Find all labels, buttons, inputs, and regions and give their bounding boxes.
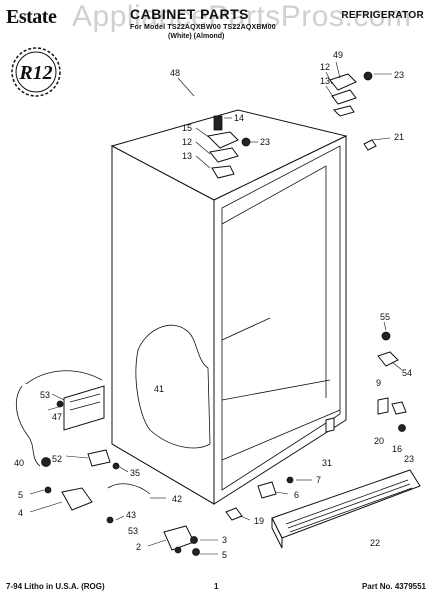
base-grille [271, 469, 421, 549]
callout-13-center: 13 [182, 151, 192, 161]
callout-49: 49 [333, 50, 343, 60]
callout-47: 47 [52, 412, 62, 422]
callout-2: 2 [136, 542, 141, 552]
callout-5-bottom: 5 [222, 550, 227, 560]
callout-20: 20 [374, 436, 384, 446]
callout-53-left: 53 [40, 390, 50, 400]
badge-label: R12 [18, 62, 52, 84]
page-number: 1 [214, 582, 219, 591]
print-info: 7-94 Litho in U.S.A. (ROG) [6, 582, 105, 591]
callout-5-left: 5 [18, 490, 23, 500]
callout-19: 19 [254, 516, 264, 526]
callout-55: 55 [380, 312, 390, 322]
callout-12-top: 12 [320, 62, 330, 72]
model-numbers: For Model TS22AQXBW00 TS22AQXBM00 [130, 24, 276, 31]
bottom-left-parts [44, 462, 200, 556]
callout-35: 35 [130, 468, 140, 478]
callout-53-bottom: 53 [128, 526, 138, 536]
center-hinge [206, 115, 251, 179]
callout-14: 14 [234, 113, 244, 123]
callout-23-top: 23 [394, 70, 404, 80]
callout-42: 42 [172, 494, 182, 504]
callout-9: 9 [376, 378, 381, 388]
callout-12-center: 12 [182, 137, 192, 147]
model-colors: (White) (Almond) [168, 33, 225, 40]
callout-23-center: 23 [260, 137, 270, 147]
callout-31: 31 [322, 458, 332, 468]
callout-22: 22 [370, 538, 380, 548]
callout-52: 52 [52, 454, 62, 464]
callout-labels: 48 49 12 13 23 14 15 12 13 23 21 55 54 9… [14, 50, 414, 560]
top-hinge [329, 71, 377, 151]
appliance-category: REFRIGERATOR [341, 10, 424, 21]
brand-logo: Estate [6, 6, 57, 28]
leader-lines [29, 61, 403, 555]
watermark-text: AppliancePartsPros.com [72, 0, 412, 33]
callout-43: 43 [126, 510, 136, 520]
callout-13-top: 13 [320, 76, 330, 86]
callout-54: 54 [402, 368, 412, 378]
r12-badge: R12 [11, 47, 61, 97]
page-title: CABINET PARTS [130, 6, 250, 22]
callout-4: 4 [18, 508, 23, 518]
part-number: Part No. 4379551 [361, 582, 426, 591]
callout-3: 3 [222, 535, 227, 545]
callout-23-right: 23 [404, 454, 414, 464]
callout-6: 6 [294, 490, 299, 500]
callout-48: 48 [170, 68, 180, 78]
callout-16: 16 [392, 444, 402, 454]
callout-41: 41 [154, 384, 164, 394]
callout-7: 7 [316, 475, 321, 485]
callout-15: 15 [182, 123, 192, 133]
callout-21: 21 [394, 132, 404, 142]
left-side-parts [15, 370, 111, 467]
right-lower-parts [325, 331, 407, 433]
callout-40: 40 [14, 458, 24, 468]
bottom-center-parts [225, 476, 294, 521]
